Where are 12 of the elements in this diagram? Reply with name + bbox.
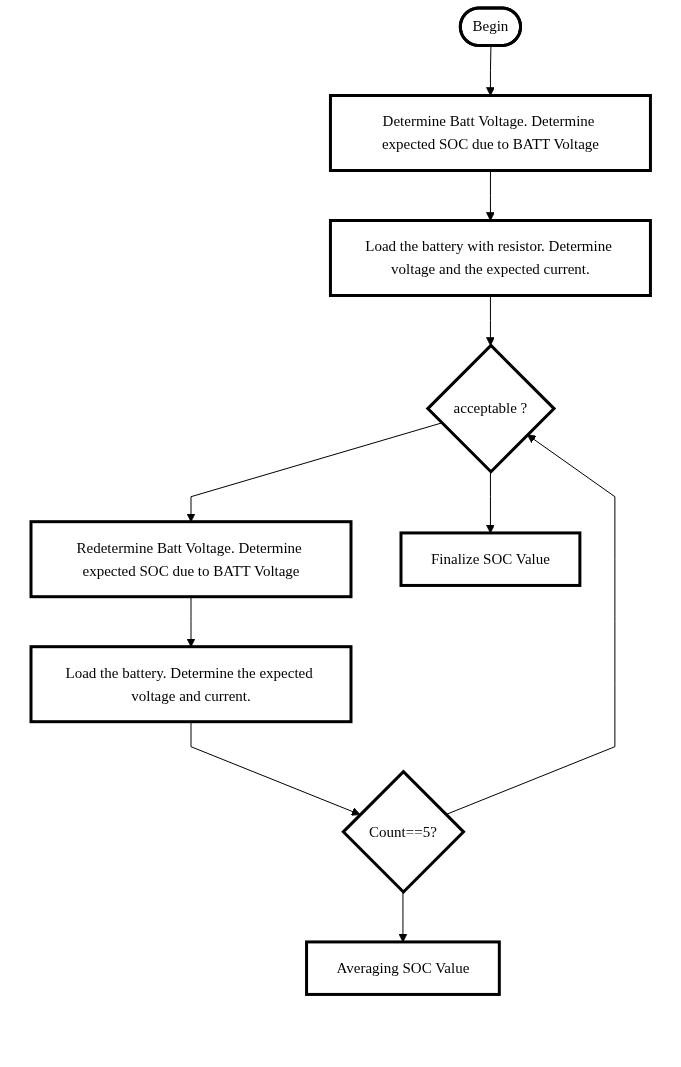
arrow xyxy=(485,45,495,96)
arrow xyxy=(485,170,495,221)
node-diamond: acceptable ? xyxy=(425,343,556,474)
node-diamond: Count==5? xyxy=(340,769,466,895)
node-box: Redetermine Batt Voltage. Determine expected SOC due to BATT Voltage xyxy=(29,520,353,599)
node-box: Determine Batt Voltage. Determine expected SOC due to BATT Voltage xyxy=(328,94,652,172)
node-box: Load the battery with resistor. Determine voltage and the expected current. xyxy=(328,219,652,297)
node-box: Averaging SOC Value xyxy=(304,940,501,996)
node-box: Finalize SOC Value xyxy=(399,531,582,587)
arrow xyxy=(485,295,495,346)
node-box: Load the battery. Determine the expected voltage and current. xyxy=(29,645,353,724)
arrow xyxy=(190,721,361,816)
